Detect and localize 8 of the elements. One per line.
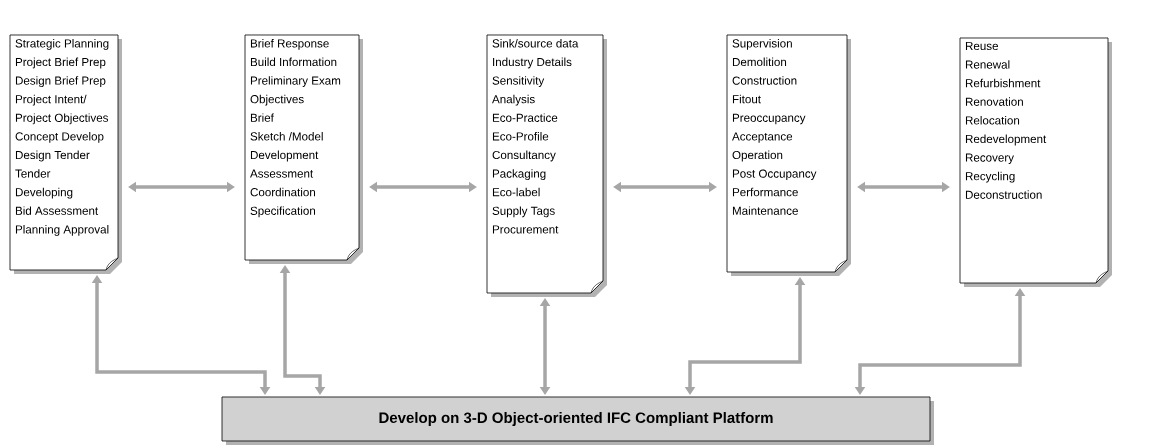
- arrow: [91, 275, 271, 395]
- arrow: [279, 265, 326, 395]
- arrow: [613, 181, 717, 193]
- platform-bar: Develop on 3-D Object-oriented IFC Compliant Platform: [221, 396, 934, 445]
- arrow: [128, 181, 235, 193]
- arrow: [539, 298, 551, 395]
- arrow: [369, 181, 477, 193]
- arrow: [857, 181, 950, 193]
